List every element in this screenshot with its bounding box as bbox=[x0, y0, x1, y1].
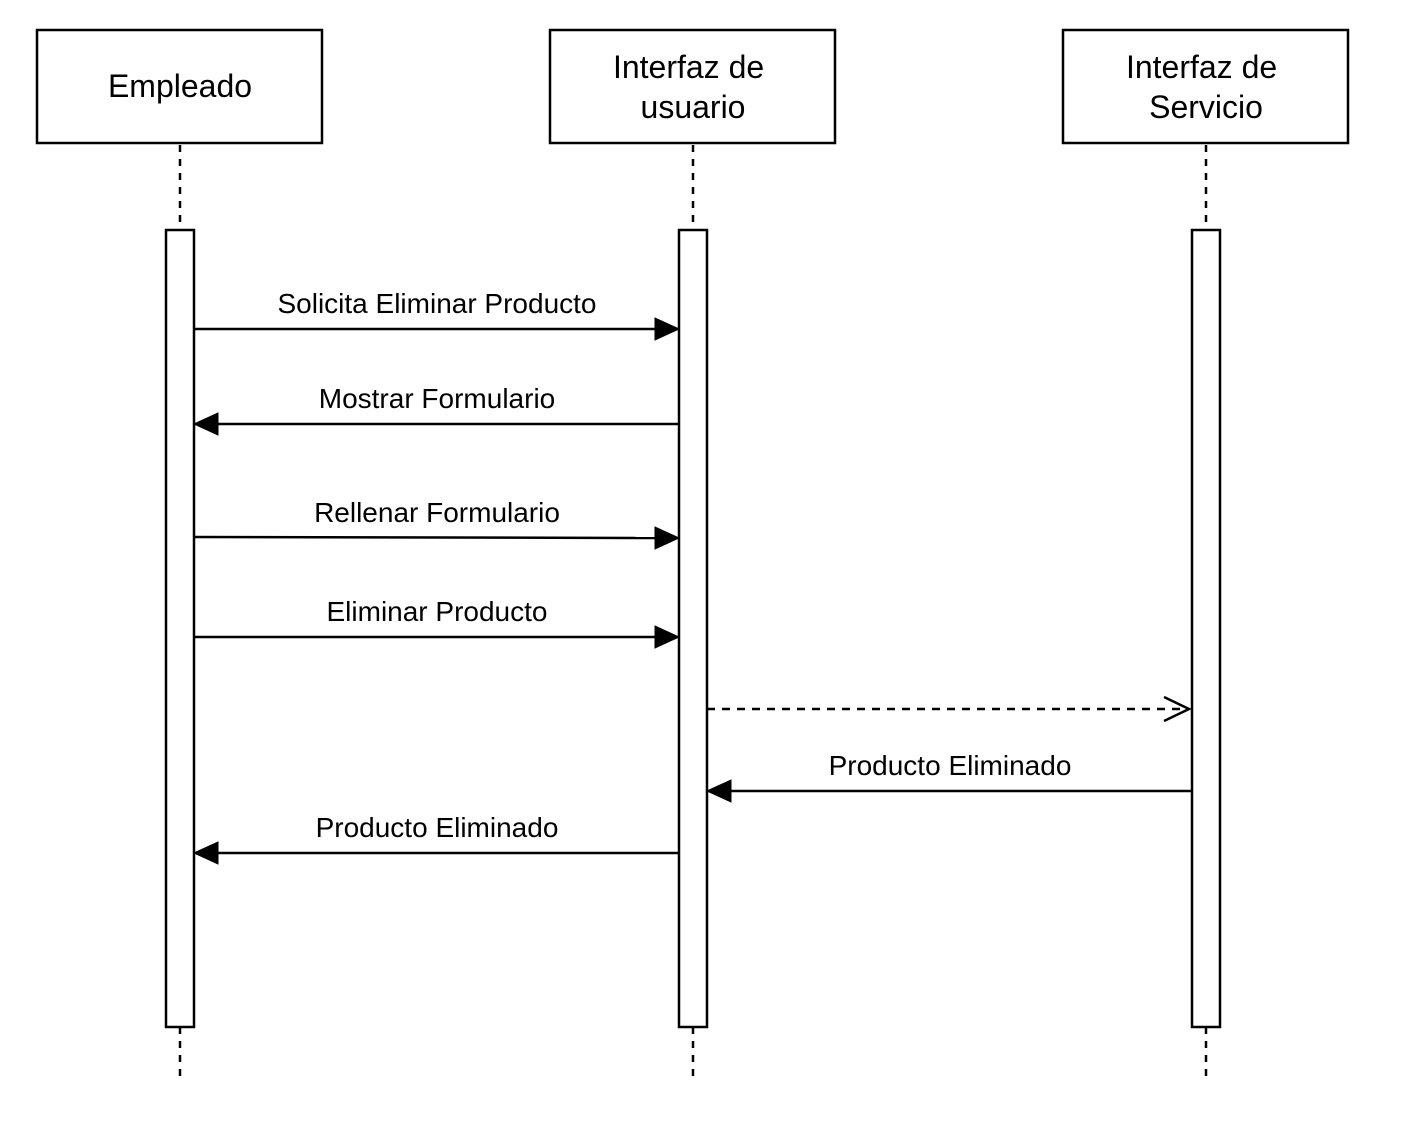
message-producto-eliminado-servicio: Producto Eliminado bbox=[705, 750, 1192, 803]
arrowhead-open bbox=[1163, 695, 1192, 723]
message-label: Mostrar Formulario bbox=[319, 383, 555, 414]
arrowhead-filled bbox=[654, 317, 681, 341]
message-solicita-eliminar-producto: Solicita Eliminar Producto bbox=[194, 288, 681, 341]
activation-bar-interfaz-de-usuario bbox=[677, 228, 709, 1029]
message-label: Producto Eliminado bbox=[316, 812, 559, 843]
activation-bar-interfaz-de-servicio bbox=[1190, 228, 1222, 1029]
message-eliminar-producto: Eliminar Producto bbox=[194, 596, 681, 649]
message-label: Solicita Eliminar Producto bbox=[277, 288, 596, 319]
arrowhead-filled bbox=[654, 625, 681, 649]
activation-bar-empleado bbox=[164, 228, 196, 1029]
arrowhead-filled bbox=[654, 526, 681, 550]
participant-interfaz-de-servicio: Interfaz de Servicio bbox=[1061, 28, 1350, 145]
message-mostrar-formulario: Mostrar Formulario bbox=[192, 383, 679, 436]
message-label: Rellenar Formulario bbox=[314, 497, 560, 528]
arrowhead-filled bbox=[192, 841, 219, 865]
arrowhead-filled bbox=[192, 412, 219, 436]
participant-label-interfaz-de-usuario: Interfaz de usuario bbox=[613, 49, 773, 125]
message-label: Eliminar Producto bbox=[327, 596, 548, 627]
message-async-dashed bbox=[707, 695, 1192, 723]
participant-label-line: Interfaz de bbox=[1126, 49, 1277, 85]
message-line bbox=[193, 535, 657, 540]
arrowhead-filled bbox=[705, 779, 732, 803]
participant-label-interfaz-de-servicio: Interfaz de Servicio bbox=[1126, 49, 1286, 125]
participant-label-line: Servicio bbox=[1149, 89, 1263, 125]
participant-label-line: usuario bbox=[641, 89, 746, 125]
message-label: Producto Eliminado bbox=[829, 750, 1072, 781]
participant-label-line: Interfaz de bbox=[613, 49, 764, 85]
participant-interfaz-de-usuario: Interfaz de usuario bbox=[548, 28, 837, 145]
participant-box-interfaz-de-servicio bbox=[1061, 28, 1350, 145]
message-rellenar-formulario: Rellenar Formulario bbox=[193, 497, 681, 550]
message-producto-eliminado-ui: Producto Eliminado bbox=[192, 812, 679, 865]
participant-label-empleado: Empleado bbox=[108, 68, 252, 104]
participant-empleado: Empleado bbox=[35, 28, 324, 145]
participant-box-interfaz-de-usuario bbox=[548, 28, 837, 145]
participant-box-empleado bbox=[35, 28, 324, 145]
